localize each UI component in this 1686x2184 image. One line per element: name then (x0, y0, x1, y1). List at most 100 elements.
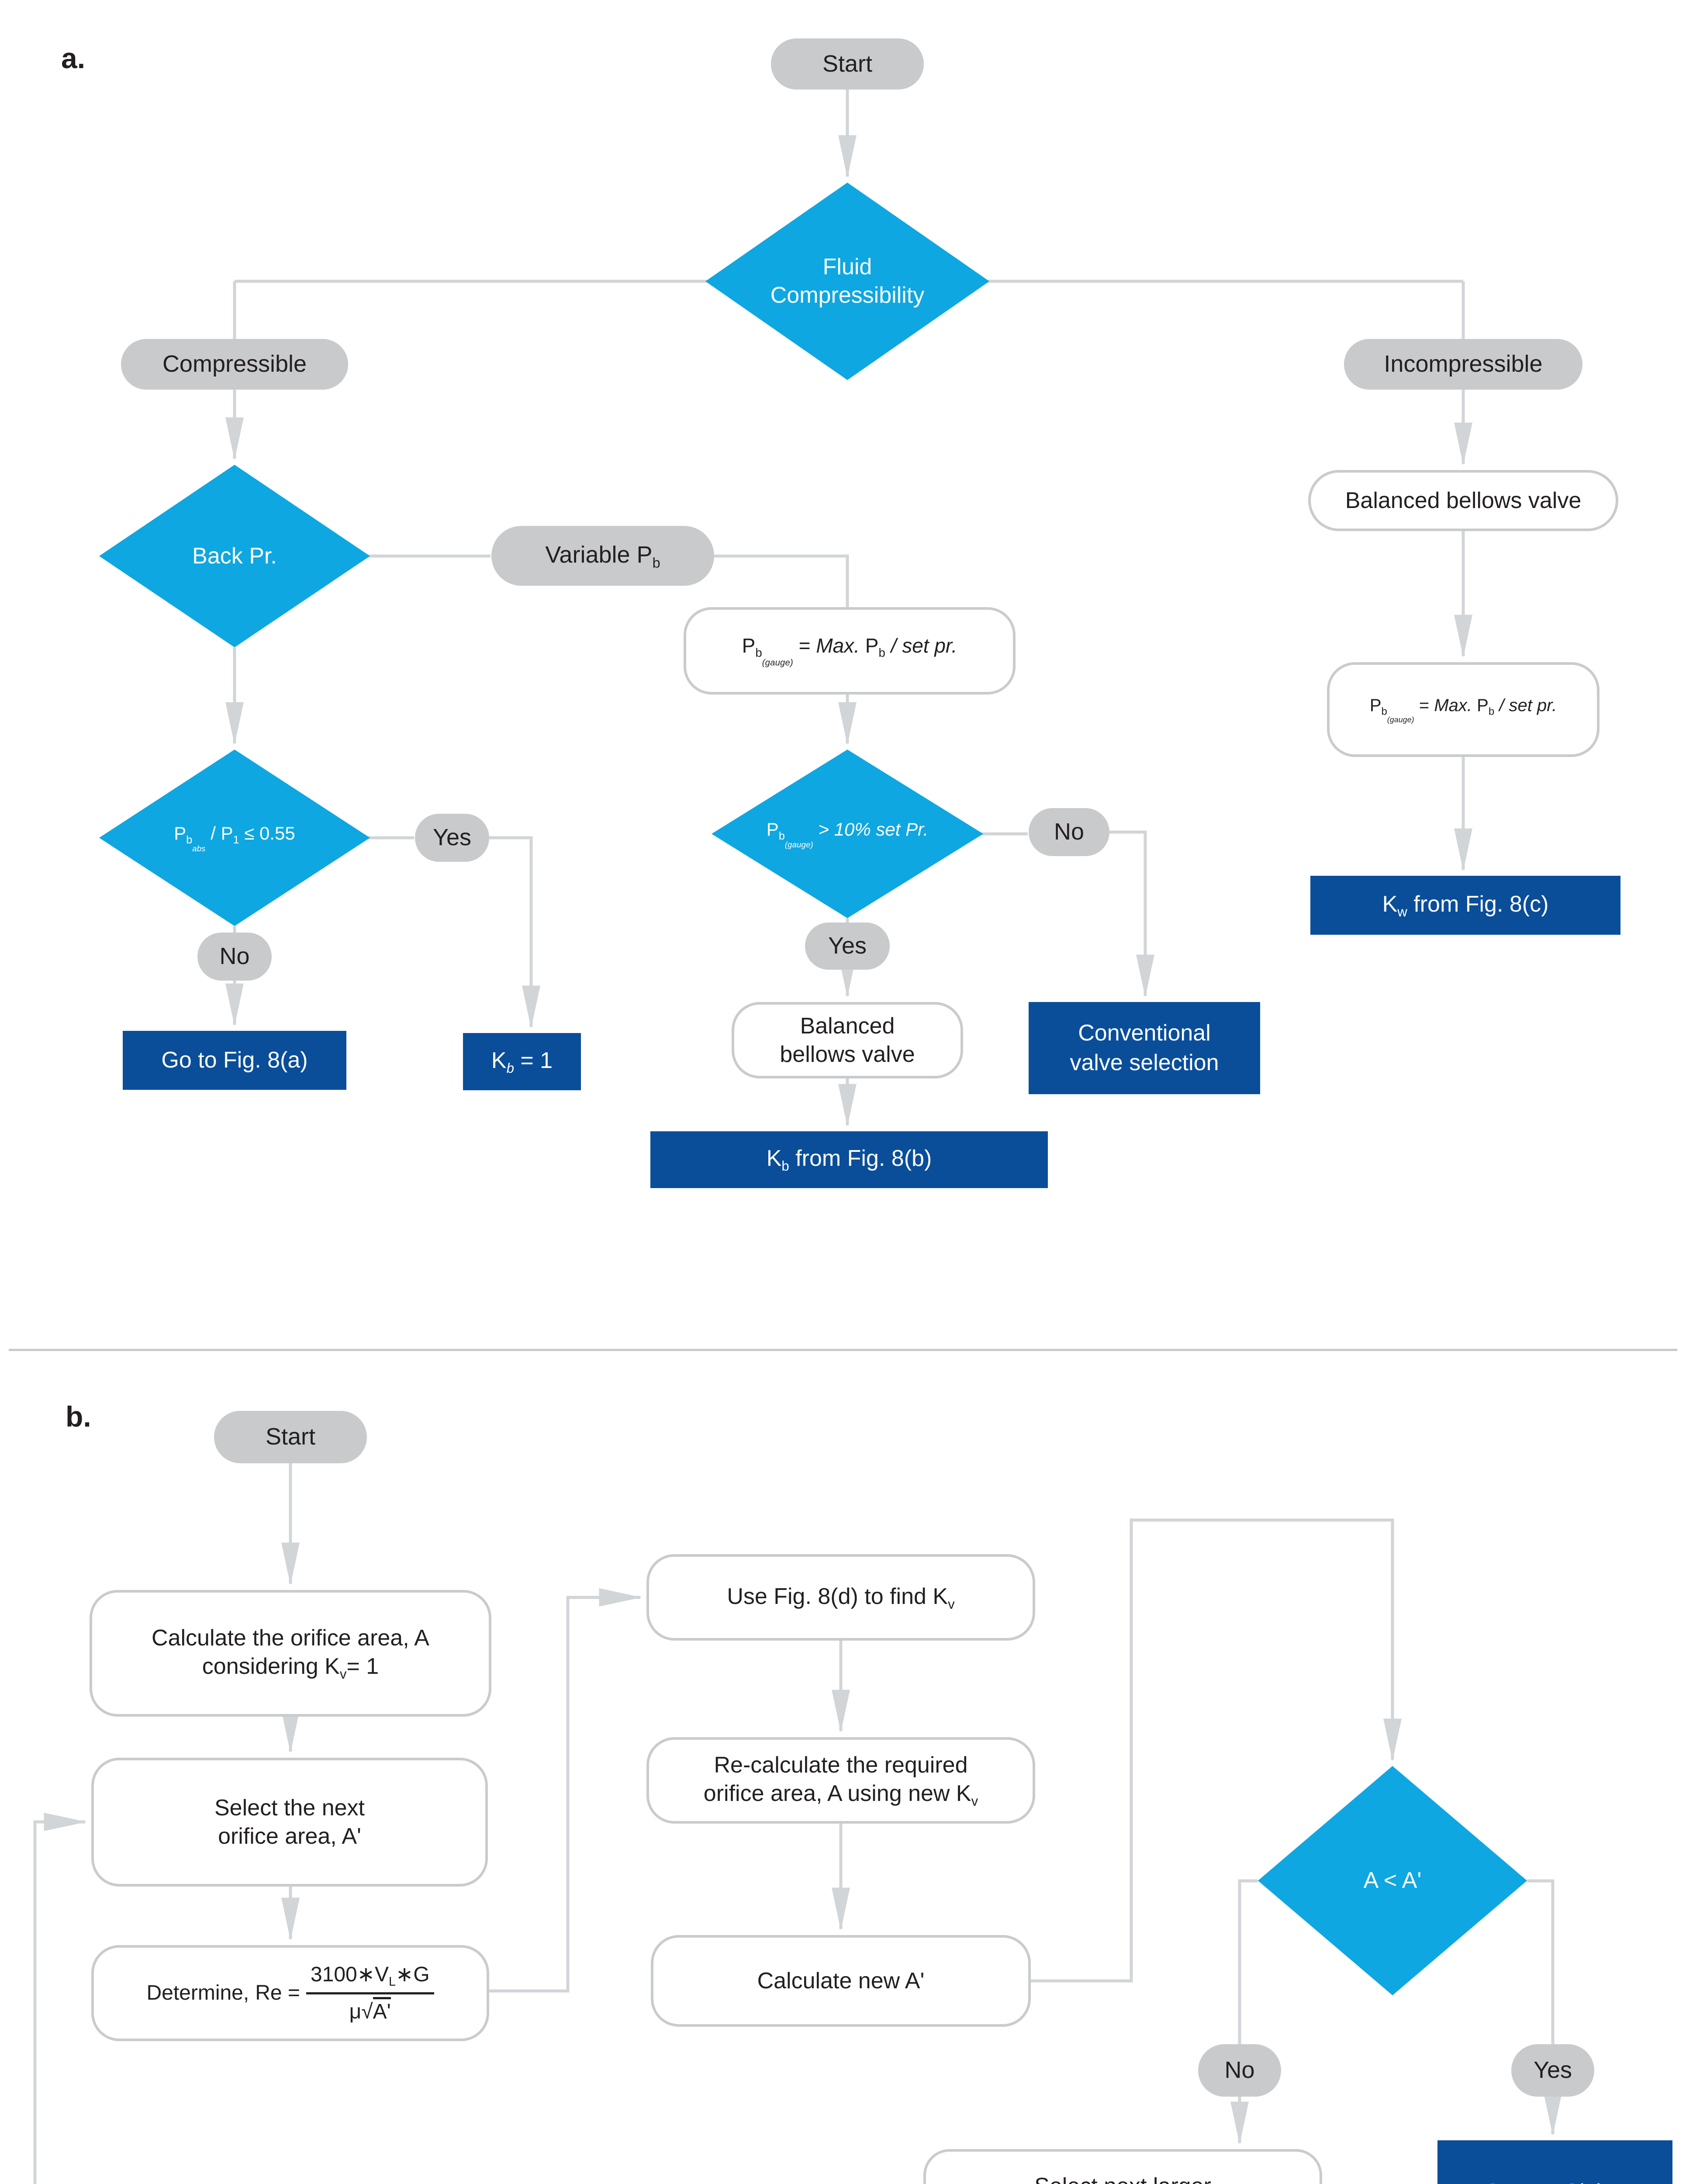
text-fragment: P (174, 823, 187, 844)
text-fragment: P (766, 819, 779, 840)
no-pill-mid: No (1029, 808, 1109, 856)
correct-sizing-box: Correct Sizing (1437, 2140, 1672, 2184)
text-fragment: = (1414, 695, 1434, 715)
balanced-line2: bellows valve (780, 1041, 915, 1067)
text-fragment: = (793, 634, 816, 657)
left-diamond-text: Pbabs / P1 ≤ 0.55 (174, 822, 295, 854)
subscript-fragment: b (652, 554, 660, 570)
determine-reynolds-box: Determine, Re = 3100∗VL∗G μ√A' (91, 1945, 489, 2041)
goto-fig8a-box: Go to Fig. 8(a) (123, 1031, 346, 1090)
recalculate-orifice-area-box: Re-calculate the required orifice area, … (646, 1737, 1035, 1824)
correct-sizing-label: Correct Sizing (1484, 2178, 1627, 2184)
subscript-fragment: b (755, 646, 762, 660)
subscript-fragment: b (506, 1060, 514, 1076)
compressible-pill: Compressible (121, 339, 348, 390)
start-pill-a: Start (771, 38, 924, 90)
italic-fragment: set pr. (1509, 695, 1557, 715)
italic-fragment: / (1494, 695, 1509, 715)
text-fragment: K (1382, 891, 1398, 917)
section-b-label: b. (66, 1400, 91, 1433)
use-fig8d-label: Use Fig. 8(d) to find Kv (727, 1583, 954, 1613)
subscript-fragment: L (388, 1975, 396, 1989)
text-fragment: orifice area, A using new K (703, 1781, 971, 1807)
re-equals: Re = (255, 1981, 300, 2004)
conventional-valve-selection-box: Conventional valve selection (1029, 1002, 1260, 1094)
section-a-label: a. (61, 42, 86, 74)
goto-fig8a-label: Go to Fig. 8(a) (161, 1047, 308, 1073)
text-fragment: P (742, 634, 756, 657)
balanced-bellows-valve-box-right: Balanced bellows valve (1308, 470, 1618, 531)
determine-formula: Determine, Re = 3100∗VL∗G μ√A' (146, 1963, 434, 2023)
kw-fig8c-label: Kw from Fig. 8(c) (1382, 890, 1549, 921)
text-fragment: P (1472, 695, 1489, 715)
kw-from-fig8c-box: Kw from Fig. 8(c) (1310, 876, 1620, 935)
re-fraction: 3100∗VL∗G μ√A' (306, 1963, 434, 2023)
balanced-line1: Balanced (800, 1013, 895, 1039)
variable-pb-label: Variable Pb (545, 540, 660, 572)
text-fragment: ≤ 0.55 (239, 823, 295, 844)
text-fragment: Variable P (545, 541, 653, 568)
no-label: No (219, 943, 250, 970)
conventional-line1: Conventional (1078, 1020, 1211, 1046)
compressible-label: Compressible (162, 351, 307, 377)
no-pill-left: No (197, 933, 272, 981)
subscript-fragment: 1 (233, 833, 239, 846)
select-larger-line1: Select next larger (1034, 2172, 1211, 2184)
kb-from-fig8b-box: Kb from Fig. 8(b) (650, 1131, 1048, 1188)
use-fig8d-box: Use Fig. 8(d) to find Kv (646, 1554, 1035, 1641)
section-divider (9, 1349, 1677, 1351)
subscript-fragment: b (778, 829, 785, 842)
variable-pb-pill: Variable Pb (491, 526, 714, 586)
no-label: No (1054, 819, 1085, 845)
text-fragment: μ√ (349, 2000, 373, 2023)
incompressible-pill: Incompressible (1344, 339, 1582, 390)
kb-equals-1-box: Kb = 1 (463, 1033, 581, 1090)
text-fragment: = 1 (514, 1047, 553, 1073)
yes-pill-mid: Yes (805, 923, 890, 970)
subsubscript-fragment: (gauge) (784, 840, 813, 849)
kb-equals-1-label: Kb = 1 (491, 1046, 553, 1077)
mid-diamond-text: Pb(gauge) > 10% set Pr. (767, 818, 928, 850)
select-next-orifice-area-box: Select the next orifice area, A' (91, 1758, 488, 1887)
kb-fig8b-label: Kb from Fig. 8(b) (767, 1144, 932, 1175)
incompressible-label: Incompressible (1384, 351, 1543, 377)
yes-pill-left: Yes (415, 814, 489, 862)
a-lt-a-label: A < A' (1363, 1868, 1422, 1893)
italic-fragment: > 10% set Pr. (813, 819, 929, 840)
italic-fragment: / (885, 634, 902, 657)
italic-fragment: Max. (1434, 695, 1472, 715)
fluid-line1: Fluid (822, 254, 872, 280)
fraction-numerator: 3100∗VL∗G (306, 1963, 434, 1994)
start-pill-b: Start (214, 1411, 367, 1463)
subscript-fragment: b (781, 1158, 789, 1174)
yes-label: Yes (432, 824, 472, 851)
yes-pill-b: Yes (1511, 2044, 1594, 2097)
subscript-fragment: b (1381, 705, 1387, 718)
start-label-a: Start (822, 50, 873, 77)
text-fragment: ∗G (395, 1963, 430, 1987)
italic-fragment: Max. (816, 634, 860, 657)
subscript-fragment: v (339, 1666, 347, 1682)
yes-label: Yes (828, 933, 867, 959)
subscript-fragment: b (878, 646, 885, 660)
select-next-larger-orifice-box: Select next larger orifice size (923, 2149, 1322, 2184)
conventional-line2: valve selection (1070, 1050, 1219, 1075)
pb-gauge-formula-text: Pb(gauge) = Max. Pb / set pr. (742, 633, 957, 669)
calc-line1: Calculate the orifice area, A (152, 1625, 429, 1651)
pb-gauge-formula-text-right: Pb(gauge) = Max. Pb / set pr. (1370, 695, 1557, 725)
select-next-line1: Select the next (214, 1795, 365, 1821)
text-fragment: 3100∗V (310, 1963, 389, 1987)
text-fragment: from Fig. 8(c) (1407, 891, 1549, 917)
text-fragment: Use Fig. 8(d) to find K (727, 1583, 948, 1609)
start-label-b: Start (265, 1424, 316, 1450)
text-fragment: = 1 (346, 1654, 379, 1679)
no-label: No (1224, 2057, 1255, 2084)
subsubscript-fragment: (gauge) (1387, 715, 1414, 724)
text-fragment: K (491, 1047, 507, 1073)
back-pr-label: Back Pr. (192, 543, 277, 569)
text-fragment: P (860, 634, 879, 657)
determine-label: Determine, (146, 1981, 249, 2004)
subscript-fragment: v (971, 1793, 978, 1809)
yes-label: Yes (1533, 2057, 1572, 2084)
